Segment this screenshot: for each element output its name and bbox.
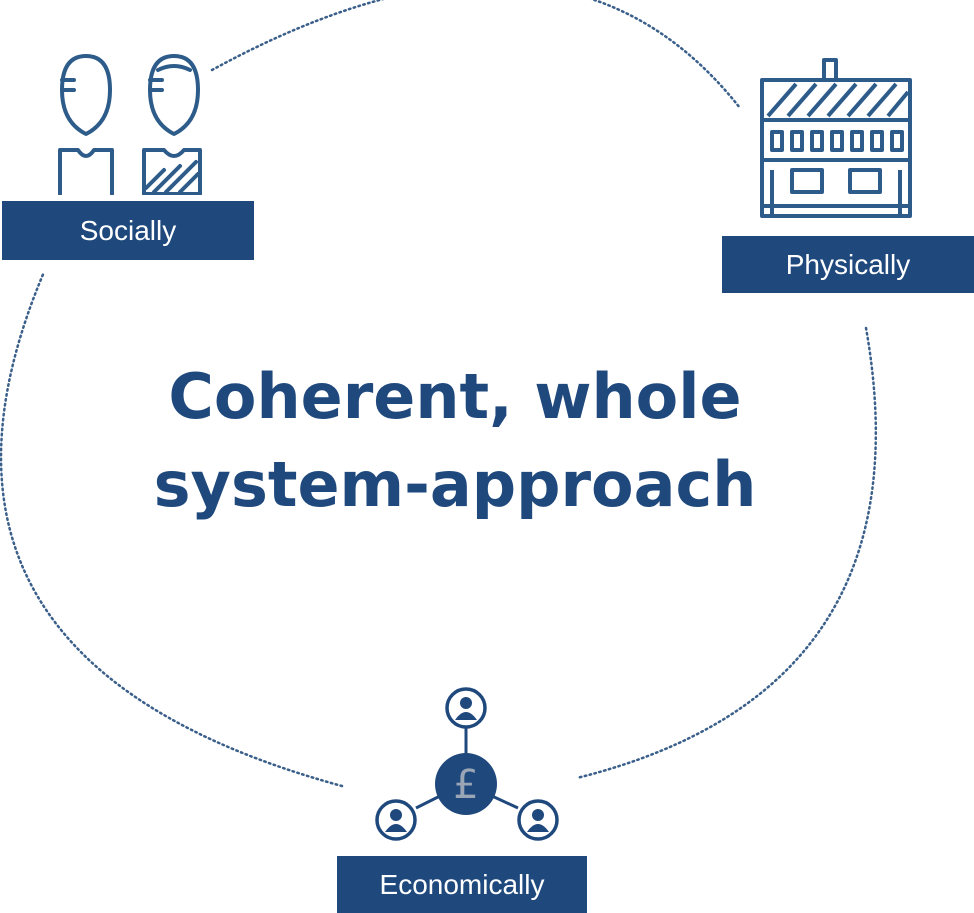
title-line-2: system-approach	[153, 448, 757, 521]
socially-label-text: Socially	[79, 214, 177, 246]
person-icon-right	[517, 799, 559, 841]
person-icon-top	[445, 687, 487, 729]
title-line-1: Coherent, whole	[168, 360, 742, 433]
physically-label-text: Physically	[785, 248, 911, 280]
economically-label: Economically	[337, 856, 587, 913]
pound-symbol: £	[453, 762, 478, 808]
people-icon	[58, 54, 202, 195]
pound-network-icon: £	[375, 687, 559, 841]
person-icon-left	[375, 799, 417, 841]
connector-economically-socially	[0, 270, 344, 788]
socially-label: Socially	[2, 201, 254, 260]
economically-label-text: Economically	[379, 868, 545, 900]
connector-physically-economically	[575, 326, 878, 780]
connector-socially-physically	[210, 0, 742, 110]
physically-label: Physically	[722, 236, 974, 293]
house-icon	[760, 58, 912, 218]
central-title: Coherent, whole system-approach	[150, 353, 760, 529]
